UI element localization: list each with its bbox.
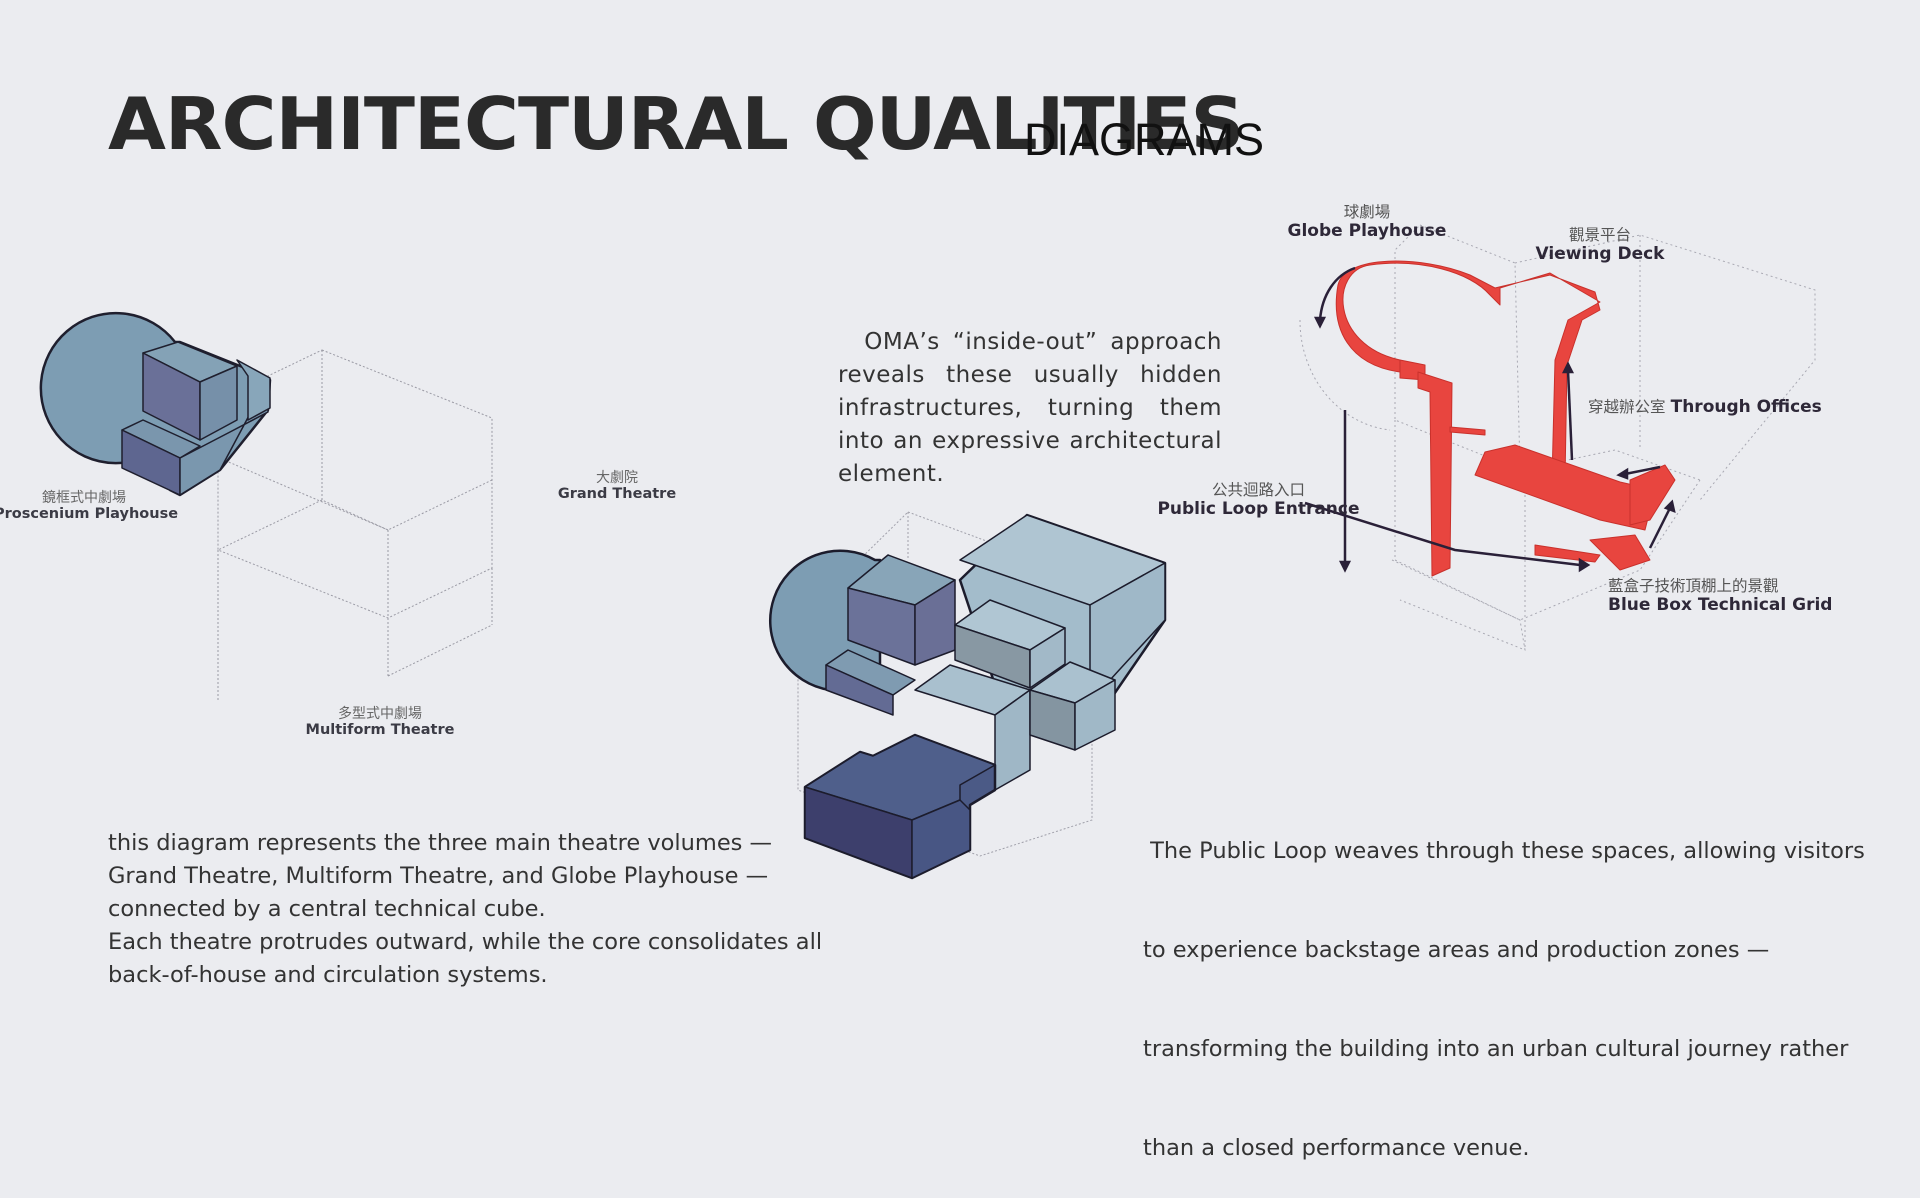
label-globe-playhouse: 球劇場 Globe Playhouse — [1282, 203, 1452, 241]
label-en: Globe Playhouse — [1287, 220, 1447, 241]
label-viewing-deck: 觀景平台 Viewing Deck — [1520, 226, 1680, 264]
combined-massing-diagram — [769, 511, 1167, 880]
public-loop-diagram — [1299, 224, 1816, 651]
label-zh: 大劇院 — [596, 470, 638, 486]
paragraph-line: The Public Loop weaves through these spa… — [1143, 838, 1865, 864]
public-loop-path — [1335, 260, 1676, 577]
label-zh: 穿越辦公室 — [1588, 398, 1666, 416]
volumes-description-paragraph: this diagram represents the three main t… — [108, 827, 908, 992]
label-multiform-theatre: 多型式中劇場 Multiform Theatre — [305, 706, 455, 739]
paragraph-line: this diagram represents the three main t… — [108, 830, 773, 856]
label-en: Proscenium Playhouse — [0, 506, 179, 523]
label-zh: 多型式中劇場 — [338, 706, 422, 722]
oma-approach-paragraph: OMA’s “inside-out” approach reveals thes… — [838, 326, 1222, 491]
label-en: Through Offices — [1670, 397, 1822, 417]
page-title: ARCHITECTURAL QUALITIES — [108, 82, 1244, 166]
paragraph-line: than a closed performance venue. — [1143, 1135, 1530, 1161]
paragraph-line: to experience backstage areas and produc… — [1143, 937, 1770, 963]
label-blue-box-technical-grid: 藍盒子技術頂棚上的景觀 Blue Box Technical Grid — [1608, 577, 1833, 615]
oma-approach-text: OMA’s “inside-out” approach reveals thes… — [838, 329, 1223, 487]
label-en: Grand Theatre — [557, 486, 677, 503]
page-subtitle: DIAGRAMS — [1024, 114, 1265, 165]
grid-up-arrow-icon — [1648, 507, 1672, 549]
label-proscenium-playhouse: 鏡框式中劇場 Proscenium Playhouse — [0, 490, 179, 523]
paragraph-line: Each theatre protrudes outward, while th… — [108, 929, 823, 955]
exploded-volumes-diagram — [39, 311, 493, 700]
label-zh: 鏡框式中劇場 — [42, 490, 126, 506]
offices-arrow-icon — [1566, 369, 1574, 461]
label-through-offices: 穿越辦公室 Through Offices — [1588, 397, 1822, 418]
public-loop-paragraph: The Public Loop weaves through these spa… — [1143, 769, 1920, 1198]
label-zh: 球劇場 — [1343, 203, 1391, 221]
label-public-loop-entrance: 公共迴路入口 Public Loop Entrance — [1156, 481, 1361, 519]
label-en: Blue Box Technical Grid — [1608, 594, 1833, 615]
label-grand-theatre: 大劇院 Grand Theatre — [552, 470, 682, 503]
label-en: Public Loop Entrance — [1157, 498, 1360, 519]
label-zh: 藍盒子技術頂棚上的景觀 — [1608, 577, 1779, 595]
proscenium-playhouse-volume — [39, 311, 272, 497]
loop-direction-arrows — [1304, 266, 1676, 573]
globe-arrow-icon — [1318, 266, 1356, 321]
grid-left-arrow-icon — [1624, 465, 1661, 476]
paragraph-line: connected by a central technical cube. — [108, 896, 546, 922]
paragraph-line: back-of-house and circulation systems. — [108, 962, 548, 988]
paragraph-line: transforming the building into an urban … — [1143, 1036, 1849, 1062]
label-zh: 觀景平台 — [1568, 226, 1631, 244]
label-en: Multiform Theatre — [305, 722, 455, 739]
entrance-arrow-icon — [1304, 501, 1581, 567]
label-en: Viewing Deck — [1535, 243, 1665, 264]
paragraph-line: Grand Theatre, Multiform Theatre, and Gl… — [108, 863, 769, 889]
label-zh: 公共迴路入口 — [1211, 481, 1305, 499]
